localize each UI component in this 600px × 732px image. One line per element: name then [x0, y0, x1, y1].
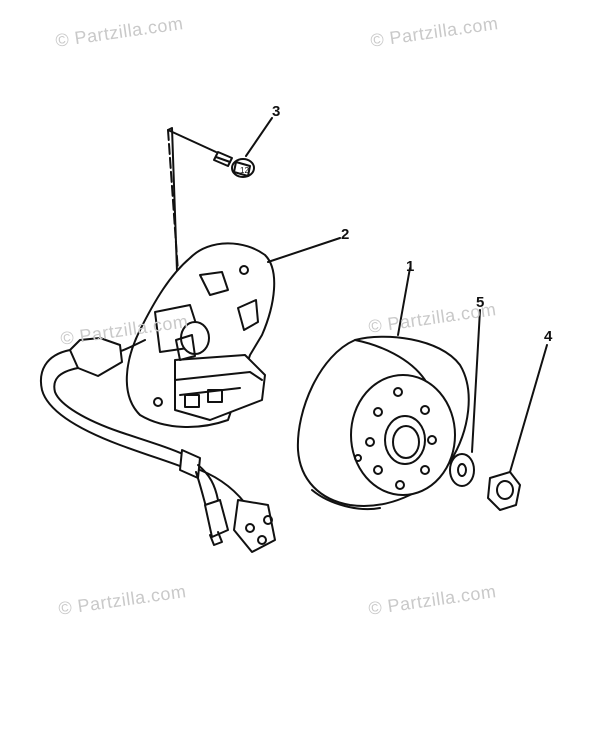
callout-4: 4	[544, 328, 553, 345]
part-5-washer	[449, 453, 475, 487]
callout-3: 3	[272, 103, 281, 120]
part-2-stator	[117, 242, 276, 428]
leader-5	[471, 309, 481, 453]
leader-4	[509, 344, 548, 473]
callout-5: 5	[476, 294, 485, 311]
leader-2	[267, 237, 341, 263]
callout-1: 1	[406, 258, 415, 275]
callout-2: 2	[341, 226, 350, 243]
wire-harness	[40, 337, 276, 553]
leader-1	[397, 267, 411, 336]
part-1-flywheel	[296, 335, 470, 511]
part-3-screw: 12	[213, 151, 255, 178]
part-4-nut	[487, 471, 521, 511]
leader-3	[245, 117, 273, 157]
svg-text:12: 12	[240, 166, 249, 175]
